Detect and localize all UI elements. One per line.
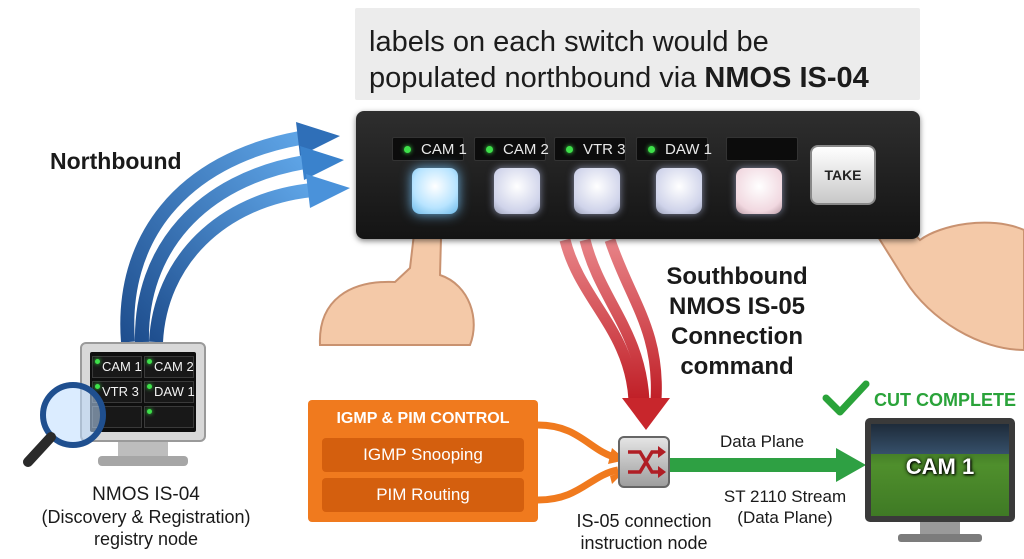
shuffle-icon (628, 446, 666, 478)
caption-line-1: labels on each switch would be (369, 26, 769, 58)
switch-label-text: DAW 1 (665, 141, 712, 158)
registry-cell: VTR 3 (92, 381, 142, 403)
status-led-icon (404, 146, 411, 153)
cut-complete-label: CUT COMPLETE (874, 390, 1016, 410)
northbound-label: Northbound (50, 148, 182, 174)
status-led-icon (95, 384, 100, 389)
switch-button-1[interactable] (412, 168, 458, 214)
switch-label-text: CAM 2 (503, 141, 549, 158)
pim-routing-item: PIM Routing (322, 478, 524, 512)
status-led-icon (147, 359, 152, 364)
switch-label-5 (726, 137, 798, 161)
southbound-line-4: command (680, 353, 794, 380)
status-led-icon (95, 359, 100, 364)
switch-label-4: DAW 1 (636, 137, 712, 161)
check-icon (822, 380, 870, 416)
switch-button-5[interactable] (736, 168, 782, 214)
northbound-arrow (120, 122, 350, 343)
dataplane-arrow (670, 448, 866, 482)
registry-caption-line-1: NMOS IS-04 (92, 484, 200, 505)
registry-cell-text: CAM 2 (154, 359, 194, 374)
output-screen-label: CAM 1 (905, 454, 975, 479)
registry-cell-text: VTR 3 (102, 384, 139, 399)
southbound-line-2: NMOS IS-05 (668, 293, 806, 320)
dataplane-label-bottom-line-1: ST 2110 Stream (723, 487, 847, 506)
registry-cell (144, 406, 194, 428)
stadium-crowd (871, 424, 1009, 454)
registry-cell-text: DAW 1 (154, 384, 195, 399)
switch-button-3[interactable] (574, 168, 620, 214)
switch-panel: CAM 1 CAM 2 VTR 3 DAW 1 TAKE (356, 111, 920, 239)
caption-box: labels on each switch would be populated… (355, 8, 920, 100)
registry-caption: NMOS IS-04 (Discovery & Registration) re… (0, 484, 292, 550)
switch-label-text: CAM 1 (421, 141, 467, 158)
southbound-label: Southbound NMOS IS-05 Connection command (664, 262, 810, 382)
status-led-icon (566, 146, 573, 153)
status-led-icon (147, 384, 152, 389)
take-button[interactable]: TAKE (810, 145, 876, 205)
caption-line-2: populated northbound via NMOS IS-04 (369, 62, 869, 95)
caption-line-2-bold: NMOS IS-04 (704, 62, 869, 94)
caption-line-2-prefix: populated northbound via (369, 62, 705, 94)
output-monitor: CAM 1 (865, 418, 1015, 522)
igmp-pim-panel: IGMP & PIM CONTROL IGMP Snooping PIM Rou… (308, 400, 538, 522)
registry-cell-text: CAM 1 (102, 359, 142, 374)
southbound-line-1: Southbound (666, 263, 808, 290)
node-caption-line-1: IS-05 connection (576, 511, 712, 531)
status-led-icon (147, 409, 152, 414)
registry-screen: CAM 1 CAM 2 VTR 3 DAW 1 (90, 352, 196, 432)
dataplane-label-bottom: ST 2110 Stream (Data Plane) (700, 486, 870, 528)
status-led-icon (648, 146, 655, 153)
registry-caption-line-3: registry node (93, 529, 199, 549)
switch-button-4[interactable] (656, 168, 702, 214)
southbound-arrow (559, 238, 670, 430)
southbound-line-3: Connection (671, 323, 803, 350)
registry-cell: CAM 1 (92, 356, 142, 378)
igmp-to-node-lines (537, 421, 626, 504)
dataplane-label-top: Data Plane (720, 432, 805, 451)
igmp-snooping-item: IGMP Snooping (322, 438, 524, 472)
switch-label-1: CAM 1 (392, 137, 467, 161)
switch-label-3: VTR 3 (554, 137, 626, 161)
output-monitor-base (898, 534, 982, 542)
output-monitor-stand (920, 522, 960, 534)
monitor-stand (118, 442, 168, 456)
output-screen: CAM 1 (871, 424, 1009, 516)
registry-caption-line-2: (Discovery & Registration) (41, 507, 251, 527)
switch-label-2: CAM 2 (474, 137, 549, 161)
magnifier-icon (23, 382, 106, 467)
connection-node (618, 436, 670, 488)
monitor-base (98, 456, 188, 466)
switch-button-2[interactable] (494, 168, 540, 214)
dataplane-label-bottom-line-2: (Data Plane) (737, 508, 833, 527)
switch-label-text: VTR 3 (583, 141, 626, 158)
registry-cell: CAM 2 (144, 356, 194, 378)
status-led-icon (486, 146, 493, 153)
registry-cell: DAW 1 (144, 381, 195, 403)
node-caption: IS-05 connection instruction node (556, 510, 732, 554)
node-caption-line-2: instruction node (580, 533, 708, 553)
igmp-pim-title: IGMP & PIM CONTROL (336, 410, 510, 427)
